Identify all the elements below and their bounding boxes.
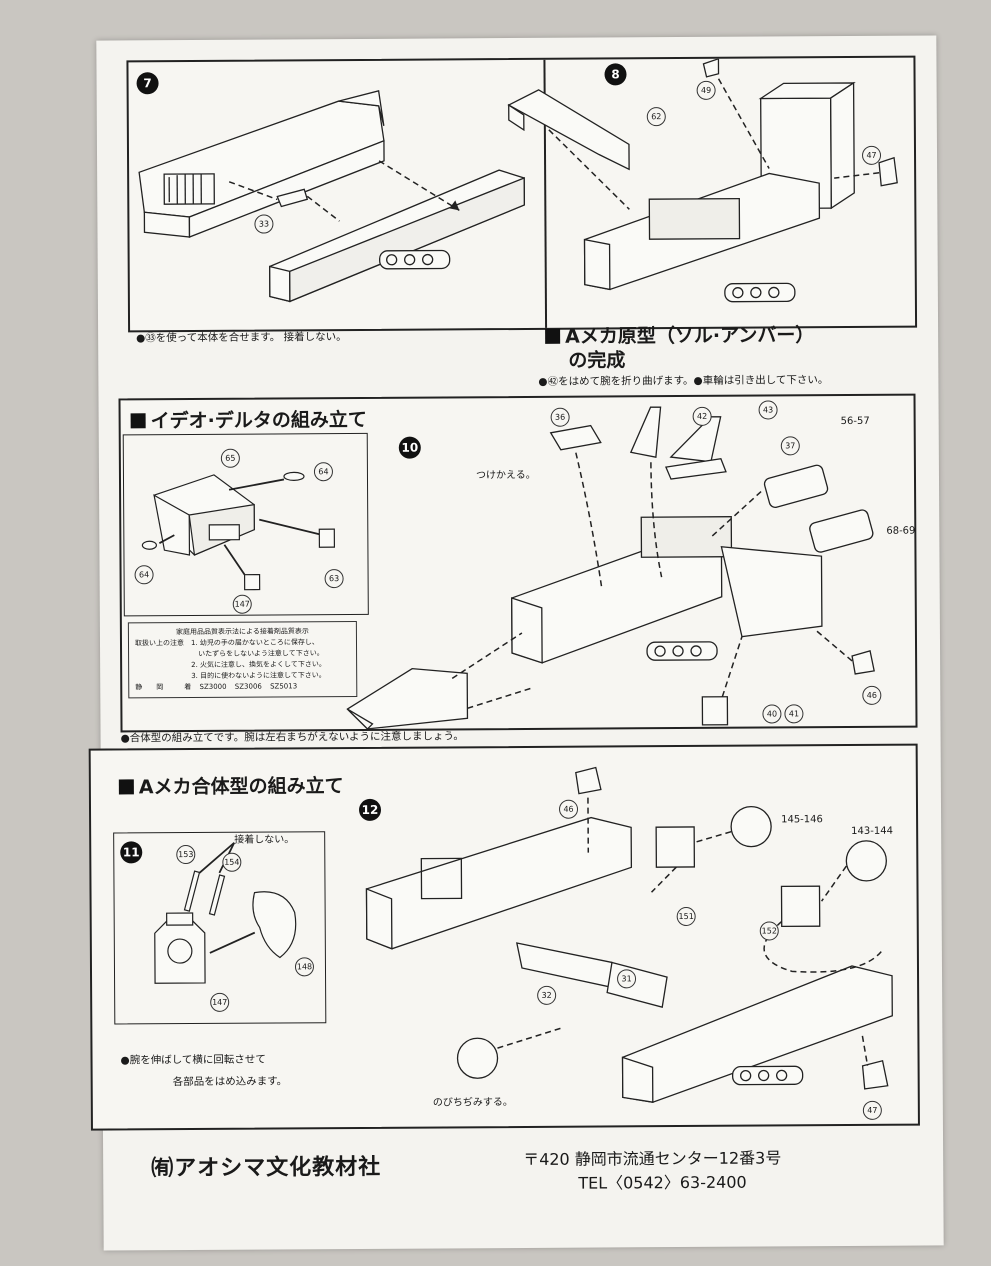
part-number-43: 43 (758, 400, 778, 420)
part-number-143-144: 143-144 (851, 825, 893, 837)
warning-code: SZ5013 (270, 682, 298, 691)
ideo-delta-note: ●合体型の組み立てです。腕は左右まちがえないように注意しましょう。 (120, 730, 464, 745)
part-number-46: 46 (558, 799, 579, 819)
step9-illustration (141, 471, 336, 591)
part-number-31: 31 (616, 969, 637, 989)
part-number-33: 33 (254, 214, 274, 234)
step7-illustration (138, 90, 525, 303)
warning-code: 静 岡 着 (135, 683, 192, 692)
step-number-10: 10 (398, 436, 421, 459)
panel-a-mecha-gattai: Aメカ合体型の組み立て 12 11 接着しない。 (88, 743, 920, 1131)
panel-steps-7-8: 7 8 (126, 55, 918, 333)
part-number-154: 154 (222, 852, 242, 872)
stretch-label: のびちぢみする。 (432, 1097, 513, 1109)
step8-heading-text: Aメカ原型（ソル·アンバー） (565, 324, 815, 348)
part-number-63: 63 (324, 569, 344, 589)
step-number-12: 12 (358, 798, 382, 821)
part-number-49: 49 (696, 80, 716, 100)
step7-note: ●㉝を使って本体を合せます。 接着しない。 (136, 331, 347, 345)
part-number-152: 152 (759, 921, 779, 941)
section-heading-gattai: Aメカ合体型の組み立て (118, 771, 344, 799)
section-heading-text: Aメカ合体型の組み立て (138, 775, 344, 799)
part-number-145-146: 145-146 (781, 814, 823, 826)
part-number-42: 42 (692, 406, 712, 426)
warning-code: SZ3006 (234, 682, 262, 691)
section-heading-ideo-delta: イデオ·デルタの組み立て (130, 405, 367, 433)
warning-row: 3. 目的に使わないように注意して下さい。 (135, 671, 326, 681)
company-tel: TEL〈0542〉63-2400 (578, 1172, 747, 1193)
part-number-47: 47 (862, 1100, 882, 1120)
warning-code: SZ3000 (199, 682, 227, 691)
part-number-62: 62 (646, 107, 666, 127)
part-number-65: 65 (220, 448, 240, 468)
step8-heading-line2: の完成 (568, 349, 626, 372)
part-number-36: 36 (550, 407, 570, 427)
part-number-148: 148 (294, 957, 315, 977)
step9-box: 65 64 64 63 147 (122, 432, 369, 617)
part-number-46: 46 (862, 685, 882, 705)
part-number-64a: 64 (313, 462, 334, 482)
gattai-note-line1: ●腕を伸ばして横に回転させて (120, 1053, 266, 1067)
step8-note: ●㊷をはめて腕を折り曲げます。●車輪は引き出して下さい。 (538, 374, 829, 388)
section-heading-text: イデオ·デルタの組み立て (150, 408, 367, 433)
gattai-note-line2: 各部品をはめ込みます。 (172, 1075, 288, 1089)
part-number-151: 151 (676, 906, 696, 927)
part-number-37: 37 (780, 436, 800, 456)
part-number-32: 32 (537, 985, 557, 1005)
step11-illustration (154, 842, 297, 984)
part-number-147: 147 (210, 992, 230, 1012)
part-number-56-57: 56-57 (840, 415, 870, 428)
part-number-47: 47 (861, 145, 882, 165)
step-number-8: 8 (604, 63, 627, 86)
step8-heading-line1: Aメカ原型（ソル·アンバー） (545, 320, 814, 349)
part-number-41: 41 (784, 704, 804, 724)
adhesive-warning-box: 家庭用品品質表示法による接着剤品質表示 取扱い上の注意 1. 幼児の手の届かない… (127, 620, 358, 699)
part-number-147: 147 (232, 594, 252, 614)
instruction-sheet: 7 8 (88, 35, 944, 1251)
swap-label: つけかえる。 (475, 469, 536, 482)
panel-ideo-delta: イデオ·デルタの組み立て 9 (118, 393, 918, 733)
part-number-68-69: 68-69 (886, 525, 916, 537)
part-number-64b: 64 (134, 565, 154, 585)
part-number-40: 40 (762, 704, 782, 724)
part-number-153: 153 (176, 844, 196, 865)
company-name: ㈲アオシマ文化教材社 (151, 1154, 382, 1182)
company-address: 〒420 静岡市流通センター12番3号 (523, 1148, 782, 1169)
step11-box: 11 接着しない。 153 154 148 (113, 831, 327, 1025)
warning-codes: 静 岡 着 SZ3000 SZ3006 SZ5013 (135, 681, 350, 693)
